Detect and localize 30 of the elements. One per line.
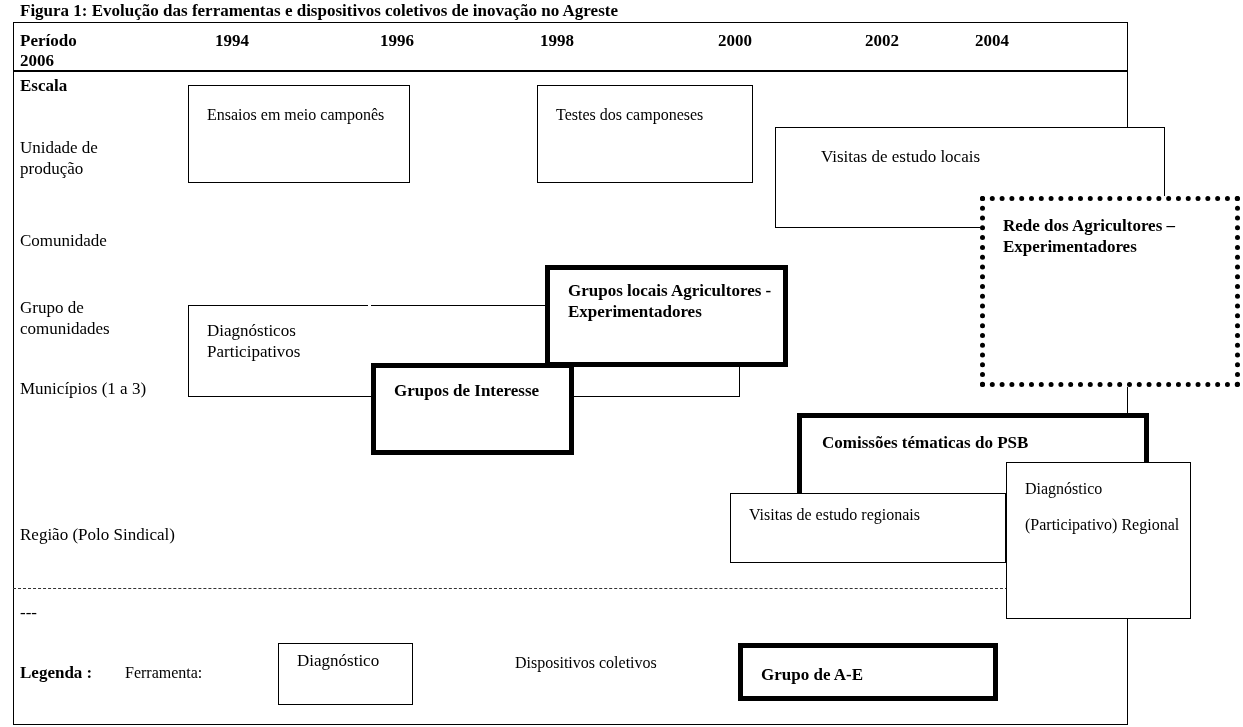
row-label: Comunidade bbox=[20, 230, 108, 251]
thick-bordered-box: Grupo de A-E bbox=[738, 643, 998, 701]
text-box: Testes dos camponeses bbox=[537, 85, 753, 183]
year-label: 2004 bbox=[975, 30, 1010, 51]
column-header: Período bbox=[20, 30, 78, 51]
text-box: Diagnósticos Participativos bbox=[188, 305, 368, 363]
row-label: Região (Polo Sindical) bbox=[20, 524, 176, 545]
year-label: 2002 bbox=[865, 30, 900, 51]
row-label: Unidade de produção bbox=[20, 137, 99, 179]
year-label: 1994 bbox=[215, 30, 250, 51]
row-label: Municípios (1 a 3) bbox=[20, 378, 148, 399]
legend-label: Dispositivos coletivos bbox=[515, 653, 658, 673]
figure-title: Figura 1: Evolução das ferramentas e dispositivos coletivos de inovação no Agreste bbox=[20, 0, 619, 21]
dashed-divider-text: --- bbox=[20, 602, 38, 623]
column-header: Escala bbox=[20, 75, 69, 96]
year-label: 1996 bbox=[380, 30, 415, 51]
text-box: Visitas de estudo regionais bbox=[730, 493, 1006, 563]
year-label: 2006 bbox=[20, 50, 55, 71]
text-box: Diagnóstico (Participativo) Regional bbox=[1006, 462, 1191, 619]
text-box: Ensaios em meio camponês bbox=[188, 85, 410, 183]
text-box: Visitas de estudo locais bbox=[775, 127, 1165, 196]
dotted-box: Rede dos Agricultores – Experimentadores bbox=[980, 196, 1240, 387]
year-label: 2000 bbox=[718, 30, 753, 51]
row-label: Grupo de comunidades bbox=[20, 297, 111, 339]
year-label: 1998 bbox=[540, 30, 575, 51]
thick-bordered-box: Grupos de Interesse bbox=[371, 363, 574, 455]
thick-bordered-box: Grupos locais Agricultores - Experimentadores bbox=[545, 265, 788, 367]
text-box: Diagnóstico bbox=[278, 643, 413, 705]
legend-label: Ferramenta: bbox=[125, 663, 204, 683]
thick-bordered-box: Comissões tématicas do PSB bbox=[797, 413, 1149, 462]
